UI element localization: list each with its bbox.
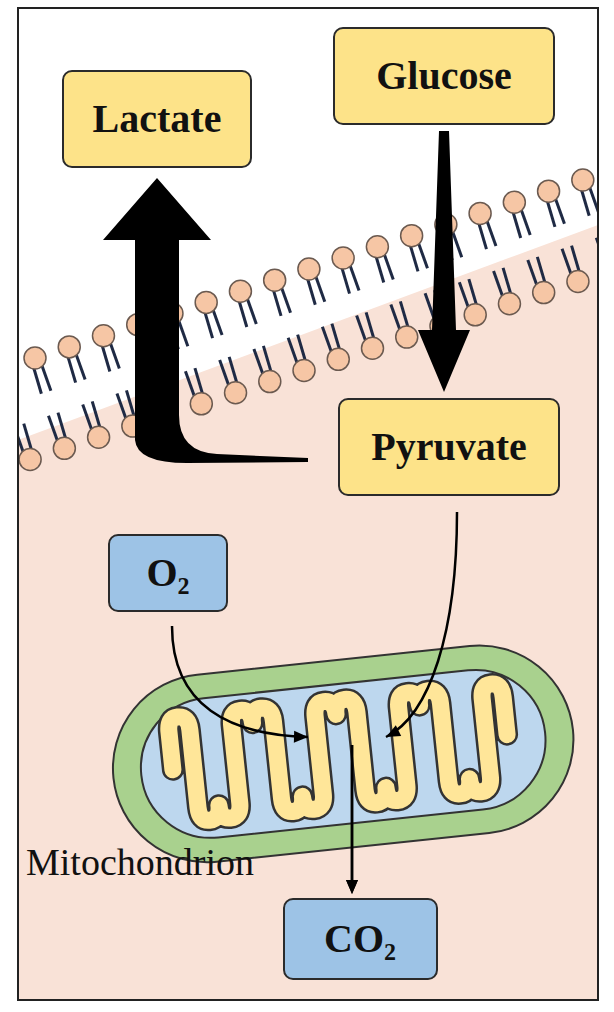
gas-box: CO₂	[283, 898, 438, 980]
flow-arrow	[418, 131, 470, 392]
mitochondrion	[104, 636, 583, 871]
node-text: O₂	[146, 551, 189, 595]
frame-border	[18, 8, 598, 1000]
metabolite-box: Pyruvate	[338, 398, 560, 496]
node-text: CO₂	[324, 917, 396, 961]
organelle-label: Mitochondrion	[26, 842, 254, 884]
node-text: Glucose	[376, 54, 512, 98]
metabolite-box: Lactate	[62, 70, 252, 168]
node-text: Pyruvate	[371, 425, 527, 469]
node-text: Lactate	[93, 97, 222, 141]
flow-arrow	[103, 178, 308, 463]
metabolite-box: Glucose	[333, 27, 555, 125]
frame-background	[18, 8, 598, 1000]
cytoplasm	[18, 225, 598, 1000]
gas-box: O₂	[108, 534, 228, 612]
lipid-bilayer	[19, 136, 597, 493]
flow-arrow	[346, 512, 457, 894]
